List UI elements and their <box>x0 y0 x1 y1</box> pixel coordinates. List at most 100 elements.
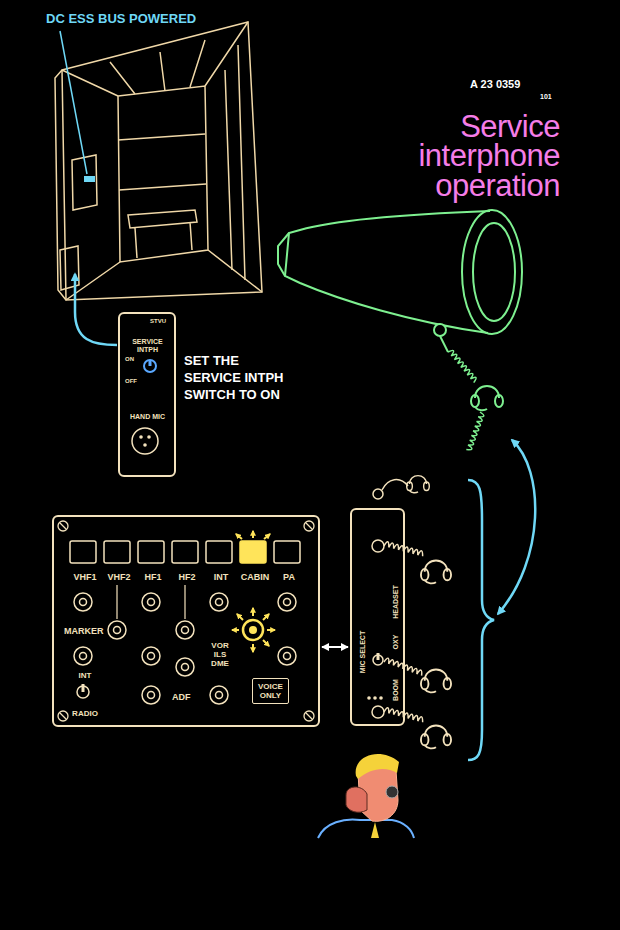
push-button <box>172 541 198 563</box>
indicator-dots <box>367 696 383 700</box>
panel-label: HF2 <box>170 573 204 583</box>
screw <box>373 489 383 499</box>
cabin-knob-center <box>249 626 257 634</box>
panel-label: VHF2 <box>102 573 136 583</box>
knob <box>142 647 160 665</box>
panel-label: RADIO <box>68 710 102 719</box>
title-text: Service interphone operation <box>380 112 560 200</box>
knob-glow <box>232 608 275 652</box>
panel-label: ADF <box>172 693 191 703</box>
annotation-label: 101 <box>540 93 552 101</box>
glow-arrow <box>267 629 275 631</box>
leader-line <box>117 585 185 619</box>
panel-label: VOR ILS DME <box>205 642 235 668</box>
glow-arrow <box>236 534 242 539</box>
dot <box>379 696 383 700</box>
intake-inner <box>473 223 515 321</box>
push-button <box>104 541 130 563</box>
panel-label: PA <box>272 573 306 583</box>
glow-arrow <box>263 614 269 620</box>
location-arrow <box>75 274 117 345</box>
headset-icon <box>407 476 430 493</box>
cockpit-edges <box>62 22 262 300</box>
audio-control-panel: VHF1VHF2HF1HF2INTCABINPAMARKERVOR ILS DM… <box>52 515 320 727</box>
dot <box>373 696 377 700</box>
connector-pin <box>147 435 151 439</box>
knob-center <box>80 653 87 660</box>
knob <box>74 593 92 611</box>
service-jack <box>434 324 446 336</box>
toggle-lever <box>149 360 152 366</box>
headset-icon <box>471 386 503 410</box>
knob <box>176 658 194 676</box>
cord <box>382 480 408 490</box>
desk <box>128 210 197 258</box>
nacelle-body <box>285 211 490 333</box>
oxy-jack <box>372 706 384 718</box>
intake-ring <box>462 210 522 334</box>
knob-center <box>80 599 87 606</box>
headset-icon <box>421 726 451 749</box>
knob <box>210 593 228 611</box>
button-glow <box>236 531 270 539</box>
panel-label: HEADSET <box>392 585 400 618</box>
knob <box>278 647 296 665</box>
coiled-cord <box>466 412 484 451</box>
panel-label: INT <box>68 672 102 681</box>
shoulders <box>318 820 414 838</box>
knob <box>142 686 160 704</box>
wall-lines <box>118 45 245 280</box>
pilot-figure <box>318 754 414 838</box>
headset-jack <box>372 540 384 552</box>
panel-label: HAND MIC <box>122 413 173 421</box>
cord <box>440 336 448 352</box>
mic-connector <box>132 428 158 454</box>
panel-label: BOOM <box>392 679 400 701</box>
knob-center <box>182 664 189 671</box>
screw-slots <box>60 523 312 719</box>
indicator-light <box>84 176 95 182</box>
cabin-knob <box>243 620 263 640</box>
jack-panel: HEADSETMIC SELECTOXYBOOM <box>350 508 405 726</box>
panel-label: SERVICE INTPH <box>122 338 173 353</box>
glow-arrow <box>237 614 243 620</box>
glow-arrow <box>252 608 254 616</box>
knob-center <box>114 627 121 634</box>
cockpit <box>55 22 262 300</box>
push-button-lit <box>240 541 266 563</box>
headset-icon <box>421 670 451 693</box>
tie <box>371 822 379 838</box>
bracket <box>468 480 494 760</box>
connector-arrow <box>322 646 348 648</box>
knob <box>142 593 160 611</box>
oxygen-mask <box>346 787 367 812</box>
panel-label: HF1 <box>136 573 170 583</box>
glow-arrow <box>263 640 269 646</box>
engine-nacelle <box>278 210 522 334</box>
panel-label: CABIN <box>238 573 272 583</box>
hair <box>356 754 399 779</box>
push-button <box>206 541 232 563</box>
knob <box>74 647 92 665</box>
service-interphone-panel: STVUSERVICE INTPHONOFFHAND MIC <box>118 312 176 477</box>
push-button <box>274 541 300 563</box>
toggle-switch <box>144 360 156 372</box>
back-wall <box>118 86 208 262</box>
connector-pin <box>143 443 147 447</box>
voice-only-button: VOICE ONLY <box>252 678 289 704</box>
knob-center <box>148 692 155 699</box>
panel-label: INT <box>204 573 238 583</box>
glow-arrow <box>264 534 270 539</box>
knob-center <box>284 599 291 606</box>
coiled-cord <box>448 349 478 383</box>
panel-label: VHF1 <box>68 573 102 583</box>
dot <box>367 696 371 700</box>
left-wall <box>55 70 97 300</box>
toggle-lever <box>82 684 85 692</box>
knob <box>278 593 296 611</box>
volume-knobs <box>74 593 296 704</box>
glow-arrow <box>252 644 254 652</box>
nozzle <box>278 233 289 276</box>
knob <box>108 621 126 639</box>
